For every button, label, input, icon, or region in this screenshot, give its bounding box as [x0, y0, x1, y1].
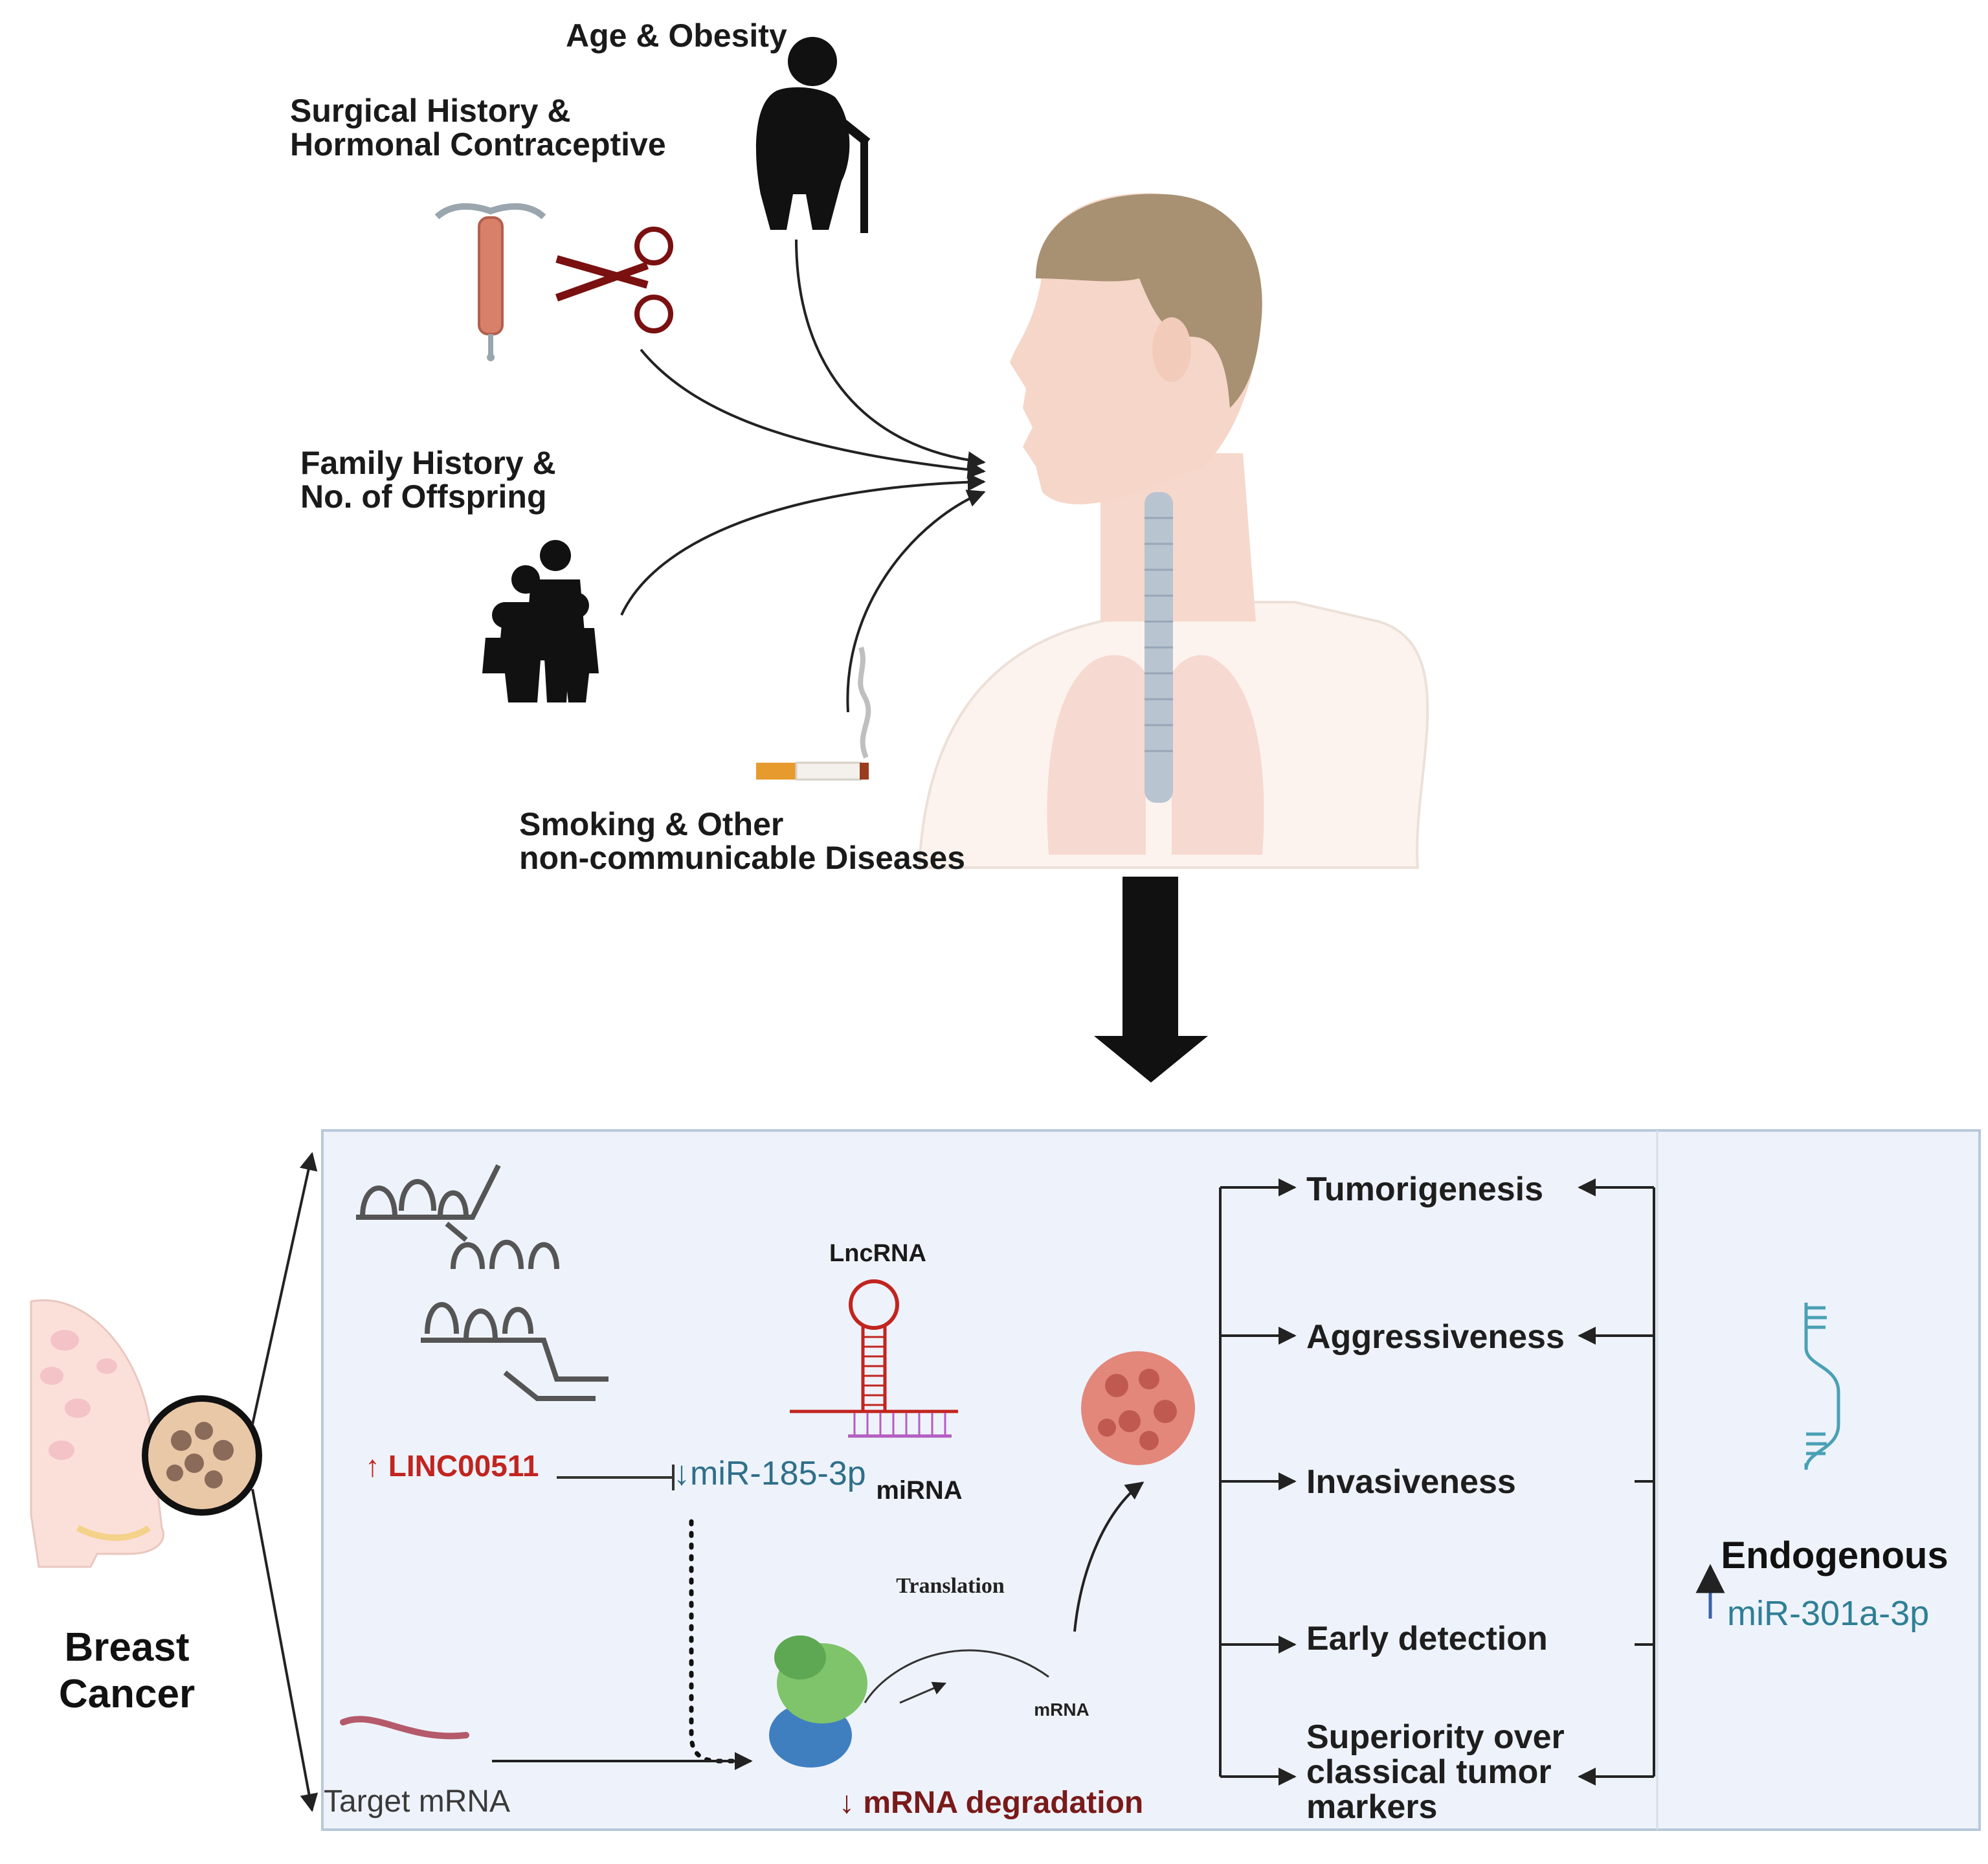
outcomes-left-bracket [1219, 1178, 1297, 1786]
translation-label: Translation [896, 1574, 1005, 1598]
outcomes-right-bracket [1578, 1178, 1655, 1786]
outcome-invasiveness: Invasiveness [1306, 1463, 1516, 1501]
pathway-panel [321, 1129, 1981, 1831]
lncrna-structures-icon [356, 1164, 609, 1401]
label-smoking: Smoking & Other [519, 806, 783, 842]
label-hormonal-contraceptive: Hormonal Contraceptive [290, 126, 666, 163]
mir185-label: ↓miR-185-3p [673, 1455, 866, 1492]
label-family-history: Family History & [300, 445, 556, 481]
lncrna-hairpin-icon [790, 1279, 958, 1438]
iud-contraceptive-icon [434, 203, 546, 361]
mrna-degradation-label: ↓ mRNA degradation [839, 1786, 1143, 1820]
breast-illustration [30, 1299, 164, 1568]
arrow-to-tumor [1073, 1481, 1145, 1632]
target-mrna-label: Target mRNA [324, 1784, 510, 1819]
label-noncommunicable-diseases: non-communicable Diseases [519, 840, 965, 876]
target-mrna-icon [340, 1716, 469, 1740]
outcome-superiority-line1: Superiority over [1306, 1718, 1565, 1756]
arrow-family-history [620, 473, 986, 616]
arrow-surgical-history [640, 348, 986, 479]
tumor-cluster-icon [1081, 1351, 1195, 1465]
human-bust-illustration [917, 193, 1429, 869]
risk-factor-arrows [620, 239, 986, 713]
mirna-label: miRNA [876, 1476, 962, 1505]
mrna-small-label: mRNA [1034, 1700, 1089, 1720]
big-down-arrow [1094, 877, 1208, 1083]
endogenous-mirna-icon [1804, 1303, 1840, 1470]
outcome-superiority-line2: classical tumor [1306, 1753, 1552, 1791]
breast-cancer-label-line2: Cancer [59, 1672, 195, 1716]
arrow-zoom-to-top [251, 1152, 318, 1425]
arrow-smoking [846, 489, 986, 713]
label-number-of-offspring: No. of Offspring [300, 478, 547, 515]
elderly-person-icon [755, 37, 871, 233]
translation-arrow [899, 1681, 946, 1704]
ribosome-icon [769, 1635, 867, 1768]
breast-cancer-label-line1: Breast [65, 1625, 190, 1670]
tumor-zoom-circle [142, 1395, 262, 1516]
lncrna-label: LncRNA [829, 1240, 926, 1267]
arrow-age-obesity [795, 239, 986, 469]
scissors-icon [555, 227, 673, 333]
endogenous-title: Endogenous [1721, 1534, 1948, 1577]
translation-curve [864, 1649, 1049, 1703]
endogenous-mirna-label: miR-301a-3p [1727, 1594, 1929, 1633]
outcome-aggressiveness: Aggressiveness [1306, 1318, 1565, 1356]
family-icon [482, 540, 599, 702]
outcome-early-detection: Early detection [1306, 1620, 1548, 1657]
cigarette-icon [756, 646, 871, 781]
outcome-superiority-line3: markers [1306, 1788, 1437, 1826]
label-age-obesity: Age & Obesity [566, 17, 787, 54]
linc00511-label: ↑ LINC00511 [365, 1449, 539, 1483]
outcome-tumorigenesis: Tumorigenesis [1306, 1171, 1543, 1208]
label-surgical-history: Surgical History & [290, 93, 570, 129]
arrow-zoom-to-bottom [251, 1488, 318, 1812]
